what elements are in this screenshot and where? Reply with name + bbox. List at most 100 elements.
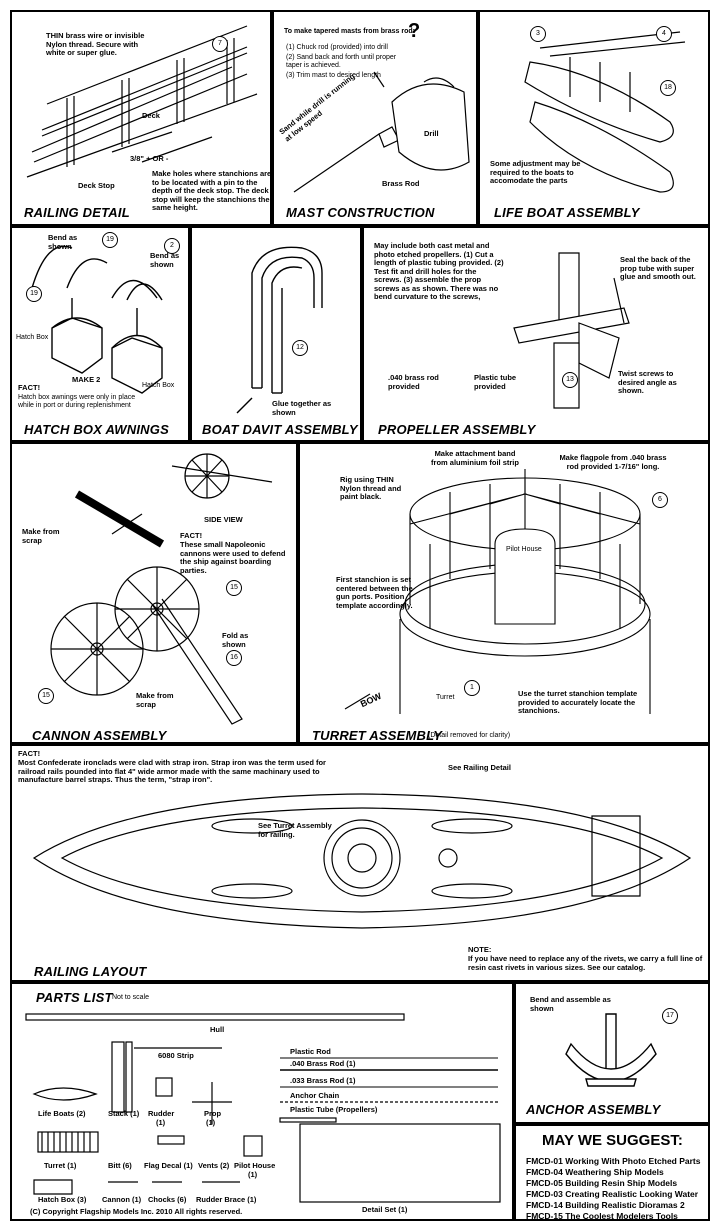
callout-7: 7 xyxy=(212,36,228,52)
anchor-drawing xyxy=(565,1013,657,1087)
turret-label: Turret xyxy=(436,694,455,701)
anchor-bend-label: Bend and assemble as shown xyxy=(530,995,611,1013)
boat-davit-title: BOAT DAVIT ASSEMBLY xyxy=(202,422,358,437)
mast-drawing xyxy=(293,71,470,193)
railing-layout-panel: FACT! Most Confederate ironclads were cl… xyxy=(10,744,710,982)
mast-intro: To make tapered masts from brass rod: xyxy=(284,28,415,35)
hatch-box-label-b: Hatch Box xyxy=(142,382,175,389)
part-hatch-box: Hatch Box (3) xyxy=(38,1195,87,1204)
mast-step-2: (2) Sand back and forth until proper tap… xyxy=(286,54,397,69)
railing-layout-title: RAILING LAYOUT xyxy=(34,964,147,979)
callout-2: 2 xyxy=(164,238,180,254)
railing-detail-panel: THIN brass wire or invisible Nylon threa… xyxy=(10,10,272,226)
template-note: Use the turret stanchion template provid… xyxy=(518,689,638,715)
drill-label: Drill xyxy=(424,129,439,138)
mast-step-1: (1) Chuck rod (provided) into drill xyxy=(286,44,388,51)
cannon-panel: SIDE VIEW Make from scrap FACT! These sm… xyxy=(10,442,298,744)
rod-label: .040 brass rod provided xyxy=(388,373,439,391)
wire-note: THIN brass wire or invisible Nylon threa… xyxy=(46,31,145,57)
suggest-item: FMCD-14 Building Realistic Dioramas 2 xyxy=(526,1200,685,1210)
brass-rod-label: Brass Rod xyxy=(382,179,420,188)
part-chocks: Chocks (6) xyxy=(148,1195,187,1204)
part-rudder: Rudder xyxy=(148,1109,175,1118)
make-scrap-b: Make from scrap xyxy=(136,691,174,709)
hatch-box-title: HATCH BOX AWNINGS xyxy=(24,422,169,437)
ship-hull-drawing xyxy=(32,793,692,929)
layout-fact-head: FACT! xyxy=(18,749,41,758)
callout-4: 4 xyxy=(656,26,672,42)
cannon-drawing xyxy=(50,453,273,725)
hatch-fact-head: FACT! xyxy=(18,383,41,392)
life-boat-drawing xyxy=(524,31,686,193)
propeller-panel: May include both cast metal and photo et… xyxy=(362,226,710,442)
mast-construction-panel: To make tapered masts from brass rod: ? … xyxy=(272,10,478,226)
suggest-heading: MAY WE SUGGEST: xyxy=(542,1132,683,1149)
not-to-scale: Not to scale xyxy=(112,994,149,1001)
spacing-label: 3/8" + OR - xyxy=(130,154,169,163)
part-anchor-chain: Anchor Chain xyxy=(290,1091,340,1100)
layout-note: If you have need to replace any of the r… xyxy=(468,954,703,972)
see-turret-label: See Turret Assembly for railing. xyxy=(258,821,332,839)
part-bitt: Bitt (6) xyxy=(108,1161,132,1170)
life-boat-panel: 3 4 18 Some adjustment may be required t… xyxy=(478,10,710,226)
make-2-label: MAKE 2 xyxy=(72,375,101,384)
deck-label: Deck xyxy=(142,111,160,120)
bend-label-b: Bend as shown xyxy=(150,251,180,269)
cannon-fact-head: FACT! xyxy=(180,531,203,540)
cannon-fact: These small Napoleonic cannons were used… xyxy=(180,540,286,575)
turret-drawing xyxy=(344,469,651,714)
parts-list-title: PARTS LIST xyxy=(36,990,113,1005)
suggest-item: FMCD-05 Building Resin Ship Models xyxy=(526,1178,678,1188)
callout-19b: 19 xyxy=(26,286,42,302)
propeller-drawing xyxy=(513,252,630,409)
part-prop-qty: (1) xyxy=(206,1118,216,1127)
question-mark: ? xyxy=(408,20,421,42)
holes-note: Make holes where stanchions are to be lo… xyxy=(152,169,272,212)
hatch-box-drawing xyxy=(31,245,163,394)
part-turret: Turret (1) xyxy=(44,1161,77,1170)
railing-detail-drawing xyxy=(26,25,258,178)
suggest-panel: MAY WE SUGGEST: FMCD-01 Working With Pho… xyxy=(514,1124,710,1221)
part-vents: Vents (2) xyxy=(198,1161,230,1170)
parts-list-panel: PARTS LIST Not to scale Hull 6080 Strip … xyxy=(10,982,514,1221)
part-pilot-house: Pilot House xyxy=(234,1161,276,1170)
part-brass-040: .040 Brass Rod (1) xyxy=(290,1059,356,1068)
see-railing-label: See Railing Detail xyxy=(448,763,511,772)
propeller-note: May include both cast metal and photo et… xyxy=(374,241,504,301)
part-life-boats: Life Boats (2) xyxy=(38,1109,86,1118)
part-prop: Prop xyxy=(204,1109,222,1118)
callout-16: 16 xyxy=(226,650,242,666)
part-plastic-rod: Plastic Rod xyxy=(290,1047,331,1056)
hatch-box-label-a: Hatch Box xyxy=(16,334,49,341)
pilot-house-label: Pilot House xyxy=(506,546,542,553)
callout-6: 6 xyxy=(652,492,668,508)
part-hull: Hull xyxy=(210,1025,225,1034)
layout-note-head: NOTE: xyxy=(468,945,492,954)
part-plastic-tube: Plastic Tube (Propellers) xyxy=(290,1105,378,1114)
turret-subtitle: (Detail removed for clarity) xyxy=(428,732,511,739)
callout-12: 12 xyxy=(292,340,308,356)
callout-3: 3 xyxy=(530,26,546,42)
band-label: Make attachment band from aluminium foil… xyxy=(431,449,519,467)
part-strip: 6080 Strip xyxy=(158,1051,194,1060)
life-boat-note: Some adjustment may be required to the b… xyxy=(490,159,581,185)
railing-detail-title: RAILING DETAIL xyxy=(24,205,130,220)
part-pilot-house-qty: (1) xyxy=(248,1170,258,1179)
part-rudder-qty: (1) xyxy=(156,1118,166,1127)
part-flag-decal: Flag Decal (1) xyxy=(144,1161,193,1170)
parts-drawing xyxy=(25,1013,501,1203)
side-view-label: SIDE VIEW xyxy=(204,515,243,524)
callout-1: 1 xyxy=(464,680,480,696)
hatch-box-panel: Bend as shown Bend as shown 19 2 19 Hatc… xyxy=(10,226,190,442)
propeller-title: PROPELLER ASSEMBLY xyxy=(378,422,536,437)
part-rudder-brace: Rudder Brace (1) xyxy=(196,1195,257,1204)
suggest-item: FMCD-01 Working With Photo Etched Parts xyxy=(526,1156,701,1166)
twist-label: Twist screws to desired angle as shown. xyxy=(618,369,677,395)
turret-title: TURRET ASSEMBLY xyxy=(312,728,443,743)
fold-label: Fold as shown xyxy=(222,631,249,649)
callout-18: 18 xyxy=(660,80,676,96)
make-scrap-a: Make from scrap xyxy=(22,527,60,545)
callout-15a: 15 xyxy=(226,580,242,596)
anchor-panel: Bend and assemble as shown 17 ANCHOR ASS… xyxy=(514,982,710,1124)
callout-13: 13 xyxy=(562,372,578,388)
